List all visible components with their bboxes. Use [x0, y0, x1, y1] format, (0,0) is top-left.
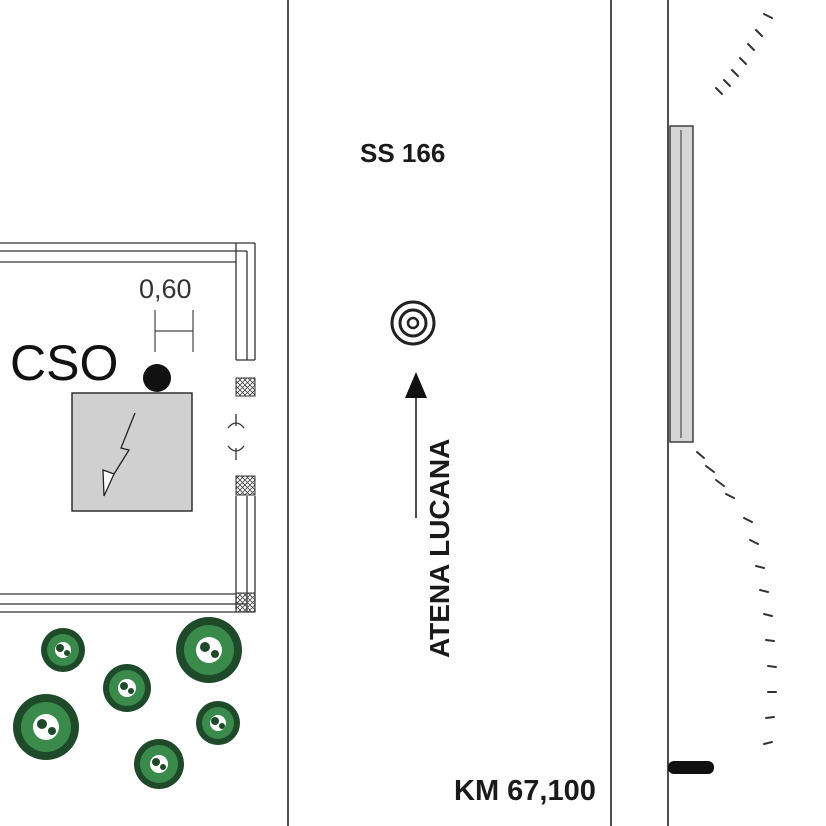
cabin-label: CSO: [10, 335, 118, 391]
tree-icon: [103, 664, 151, 712]
direction-label: ATENA LUCANA: [424, 439, 455, 658]
km-label: KM 67,100: [454, 775, 596, 807]
target-icon: [390, 300, 436, 346]
guard-rail: [669, 125, 694, 443]
tree-icon: [13, 694, 79, 760]
road-name-label: SS 166: [360, 138, 445, 168]
lightning-icon: [102, 412, 136, 497]
dimension-marker: [154, 310, 194, 352]
tree-icon: [176, 617, 242, 683]
dimension-label: 0,60: [139, 274, 192, 304]
gate-symbol: [227, 414, 245, 460]
north-arrow-icon: [405, 372, 427, 518]
km-marker-post: [668, 761, 714, 774]
tree-icon: [134, 739, 184, 789]
enclosure-fence: [0, 242, 256, 613]
electrical-cabin: [71, 392, 193, 512]
tree-group: [13, 617, 242, 789]
tree-icon: [41, 628, 85, 672]
tree-icon: [196, 701, 240, 745]
embankment-ticks: [696, 13, 777, 745]
cabin-point-marker: [143, 364, 171, 392]
gate-posts: [235, 377, 256, 613]
road-edges: [287, 0, 669, 826]
